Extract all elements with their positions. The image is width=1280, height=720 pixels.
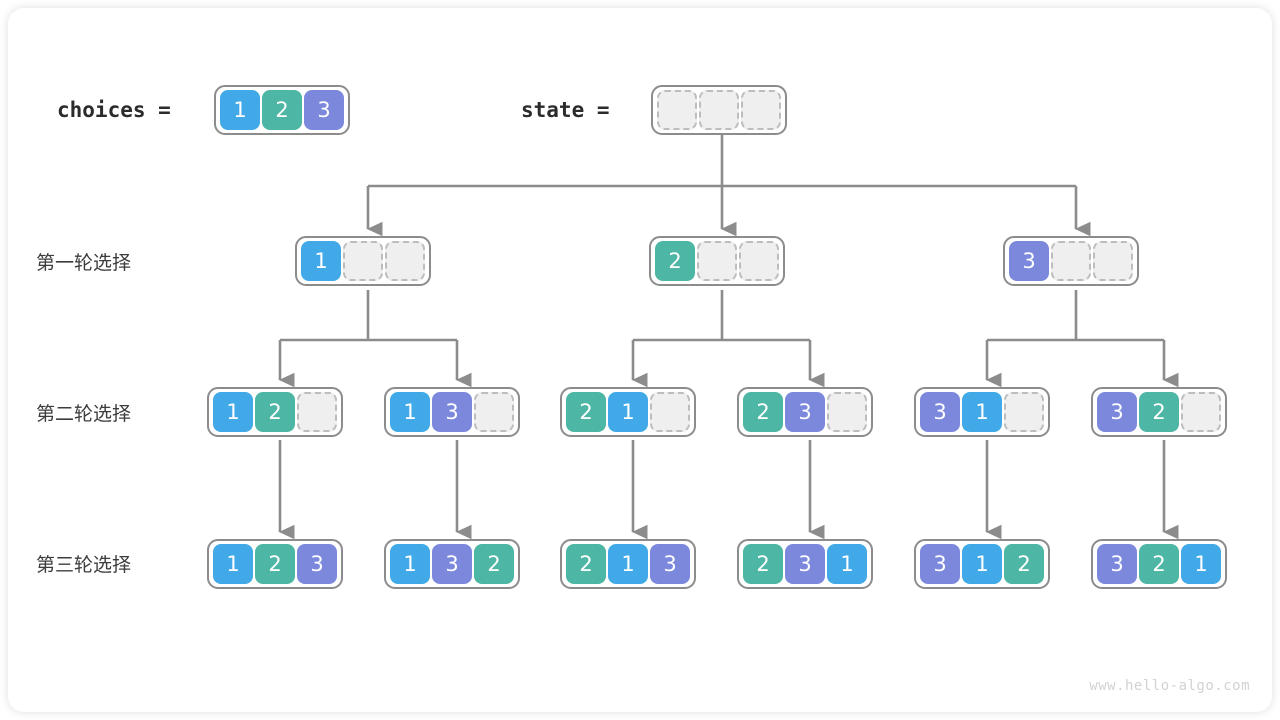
r2c6-cell-1: 3: [1097, 392, 1137, 432]
r2c5-cell-1: 3: [920, 392, 960, 432]
r3c1-cell-1: 1: [213, 544, 253, 584]
r3c2-cell-3: 2: [474, 544, 514, 584]
state-empty-cell-3: [741, 90, 781, 130]
r3c6-cell-2: 2: [1139, 544, 1179, 584]
r3c3-cell-2: 1: [608, 544, 648, 584]
state-empty-cell-2: [699, 90, 739, 130]
r2c6-empty-cell-3: [1181, 392, 1221, 432]
r3c2-cell-1: 1: [390, 544, 430, 584]
r2c4-cell-2: 3: [785, 392, 825, 432]
r3c6-cell-1: 3: [1097, 544, 1137, 584]
r2c1-cell-2: 2: [255, 392, 295, 432]
row-label-2: 第二轮选择: [36, 403, 132, 425]
r2c4-cell-1: 2: [743, 392, 783, 432]
r3c5-cell-3: 2: [1004, 544, 1044, 584]
r2c2-cell-1: 1: [390, 392, 430, 432]
diagram-card: [8, 8, 1272, 712]
choices-label: choices =: [57, 98, 171, 122]
r2c3-empty-cell-3: [650, 392, 690, 432]
r2c5-empty-cell-3: [1004, 392, 1044, 432]
r1c1-empty-cell-2: [343, 241, 383, 281]
r3c2-cell-2: 3: [432, 544, 472, 584]
r3c5-cell-1: 3: [920, 544, 960, 584]
state-node-r1c3: 3: [1003, 236, 1139, 286]
r2c4-empty-cell-3: [827, 392, 867, 432]
r1c2-empty-cell-2: [697, 241, 737, 281]
r3c3-cell-1: 2: [566, 544, 606, 584]
choices-cell-2: 2: [262, 90, 302, 130]
r1c3-empty-cell-3: [1093, 241, 1133, 281]
r2c6-cell-2: 2: [1139, 392, 1179, 432]
r1c3-cell-1: 3: [1009, 241, 1049, 281]
state-empty-cell-1: [657, 90, 697, 130]
r1c2-cell-1: 2: [655, 241, 695, 281]
r3c3-cell-3: 3: [650, 544, 690, 584]
watermark: www.hello-algo.com: [1089, 678, 1250, 694]
choices-cell-1: 1: [220, 90, 260, 130]
r1c1-cell-1: 1: [301, 241, 341, 281]
r3c5-cell-2: 1: [962, 544, 1002, 584]
state-node-r1c2: 2: [649, 236, 785, 286]
r2c2-empty-cell-3: [474, 392, 514, 432]
choices-cell-3: 3: [304, 90, 344, 130]
r1c1-empty-cell-3: [385, 241, 425, 281]
r2c2-cell-2: 3: [432, 392, 472, 432]
r3c4-cell-3: 1: [827, 544, 867, 584]
row-label-1: 第一轮选择: [36, 252, 132, 274]
state-label: state =: [521, 98, 610, 122]
r2c1-cell-1: 1: [213, 392, 253, 432]
state-node-r1c1: 1: [295, 236, 431, 286]
r2c1-empty-cell-3: [297, 392, 337, 432]
row-label-3: 第三轮选择: [36, 554, 132, 576]
r1c3-empty-cell-2: [1051, 241, 1091, 281]
r2c3-cell-2: 1: [608, 392, 648, 432]
r3c1-cell-2: 2: [255, 544, 295, 584]
r2c3-cell-1: 2: [566, 392, 606, 432]
r3c4-cell-1: 2: [743, 544, 783, 584]
r3c6-cell-3: 1: [1181, 544, 1221, 584]
state-array: [651, 85, 787, 135]
r3c1-cell-3: 3: [297, 544, 337, 584]
r2c5-cell-2: 1: [962, 392, 1002, 432]
r1c2-empty-cell-3: [739, 241, 779, 281]
r3c4-cell-2: 3: [785, 544, 825, 584]
